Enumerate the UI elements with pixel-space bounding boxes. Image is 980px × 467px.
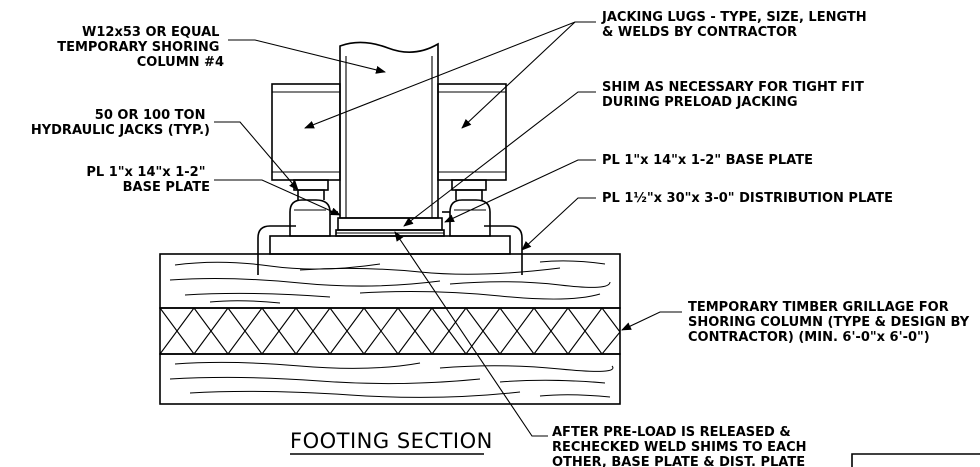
- label-grillage-line-3: CONTRACTOR) (MIN. 6'-0"x 6'-0"): [688, 330, 930, 345]
- label-shim-line-1: SHIM AS NECESSARY FOR TIGHT FIT: [602, 80, 864, 95]
- wood-grain-bottom: [169, 361, 614, 398]
- label-after-preload-line-1: AFTER PRE-LOAD IS RELEASED &: [552, 425, 791, 440]
- label-shim-line-2: DURING PRELOAD JACKING: [602, 95, 798, 110]
- label-jacks-line-1: 50 OR 100 TON: [95, 108, 206, 123]
- label-column: W12x53 OR EQUAL TEMPORARY SHORING COLUMN…: [57, 25, 224, 70]
- shoring-column: [339, 41, 439, 219]
- label-grillage: TEMPORARY TIMBER GRILLAGE FOR SHORING CO…: [688, 300, 974, 345]
- label-distribution-plate: PL 1½"x 30"x 3-0" DISTRIBUTION PLATE: [602, 191, 893, 206]
- title-block-corner: [851, 453, 980, 467]
- leader-lines: [214, 21, 682, 437]
- distribution-plate: [269, 235, 511, 255]
- label-base-plate-right: PL 1"x 14"x 1-2" BASE PLATE: [602, 153, 813, 168]
- hydraulic-jack-right: [442, 179, 491, 237]
- label-column-line-2: TEMPORARY SHORING: [57, 40, 219, 55]
- label-after-preload-line-3: OTHER, BASE PLATE & DIST. PLATE: [552, 455, 805, 467]
- label-grillage-line-2: SHORING COLUMN (TYPE & DESIGN BY: [688, 315, 970, 330]
- label-base-plate-left: PL 1"x 14"x 1-2" BASE PLATE: [86, 165, 210, 195]
- label-column-line-1: W12x53 OR EQUAL: [82, 25, 219, 40]
- label-jacking-lugs-line-2: & WELDS BY CONTRACTOR: [602, 25, 797, 40]
- label-base-plate-left-line-2: BASE PLATE: [123, 180, 210, 195]
- label-after-preload-line-2: RECHECKED WELD SHIMS TO EACH: [552, 440, 807, 455]
- wood-grain-top: [169, 260, 611, 304]
- cross-bracing: [159, 307, 621, 355]
- drawing-title: FOOTING SECTION: [290, 429, 493, 453]
- anchor-left: [257, 225, 296, 275]
- jacking-lug-left: [271, 83, 341, 181]
- label-jacking-lugs: JACKING LUGS - TYPE, SIZE, LENGTH & WELD…: [601, 10, 871, 40]
- label-grillage-line-1: TEMPORARY TIMBER GRILLAGE FOR: [688, 300, 949, 315]
- label-jacks-line-2: HYDRAULIC JACKS (TYP.): [31, 123, 210, 138]
- label-jacking-lugs-line-1: JACKING LUGS - TYPE, SIZE, LENGTH: [601, 10, 867, 25]
- timber-bottom-layer: [159, 353, 621, 405]
- label-shim: SHIM AS NECESSARY FOR TIGHT FIT DURING P…: [602, 80, 868, 110]
- label-base-plate-left-line-1: PL 1"x 14"x 1-2": [86, 165, 205, 180]
- column-base-plate: [337, 217, 443, 231]
- label-after-preload: AFTER PRE-LOAD IS RELEASED & RECHECKED W…: [552, 425, 811, 467]
- label-jacks: 50 OR 100 TON HYDRAULIC JACKS (TYP.): [31, 108, 210, 138]
- anchor-right: [484, 225, 523, 275]
- label-column-line-3: COLUMN #4: [137, 55, 224, 70]
- timber-grillage: [159, 253, 621, 405]
- jacking-lug-right: [437, 83, 507, 181]
